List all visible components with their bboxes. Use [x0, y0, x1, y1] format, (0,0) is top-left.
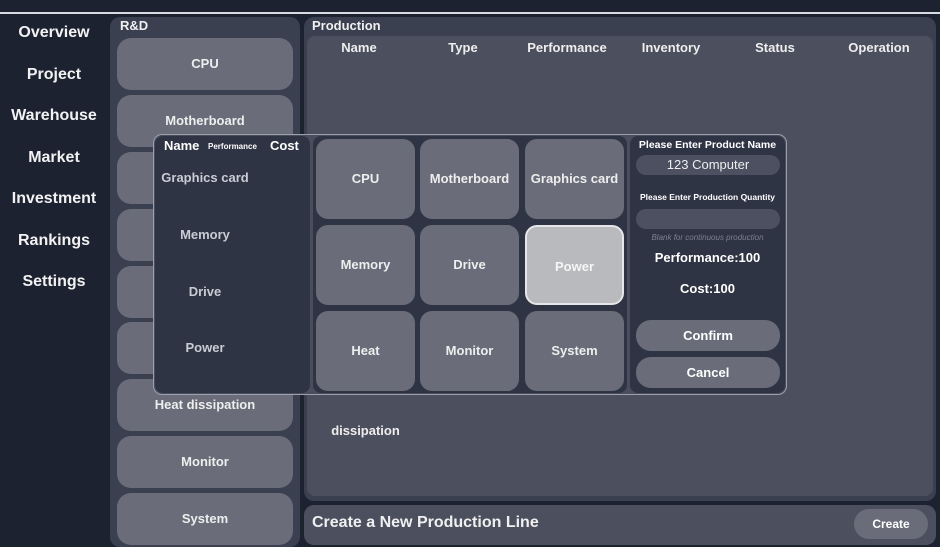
confirm-button[interactable]: Confirm: [636, 320, 780, 351]
col-inventory: Inventory: [641, 40, 701, 55]
rd-cpu[interactable]: CPU: [117, 38, 293, 90]
performance-value: Performance:100: [654, 250, 761, 265]
component-heat-dissipation[interactable]: Heat dissipation: [316, 311, 415, 438]
production-title: Production: [312, 18, 381, 33]
nav-overview[interactable]: Overview: [18, 24, 90, 41]
component-monitor[interactable]: Monitor: [420, 311, 519, 391]
component-graphics-card[interactable]: Graphics card: [525, 139, 624, 219]
rd-title: R&D: [120, 18, 149, 33]
product-name-label: Please Enter Product Name: [638, 139, 777, 151]
component-drive[interactable]: Drive: [420, 225, 519, 305]
col-type: Type: [448, 40, 478, 55]
quantity-hint: Blank for continuous production: [651, 233, 764, 242]
col-performance: Performance: [527, 40, 607, 55]
sidebar: Overview Project Warehouse Market Invest…: [0, 14, 108, 529]
component-power[interactable]: Power: [525, 225, 624, 305]
nav-warehouse[interactable]: Warehouse: [11, 107, 97, 124]
cancel-button[interactable]: Cancel: [636, 357, 780, 388]
list-header-performance: Performance: [208, 142, 257, 151]
component-system[interactable]: System: [525, 311, 624, 391]
component-list: [155, 136, 310, 393]
rd-system[interactable]: System: [117, 493, 293, 545]
nav-project[interactable]: Project: [26, 66, 82, 83]
nav-rankings[interactable]: Rankings: [17, 232, 90, 249]
col-operation: Operation: [848, 40, 910, 55]
component-motherboard[interactable]: Motherboard: [420, 139, 519, 219]
list-header-cost: Cost: [270, 138, 299, 153]
product-name-input[interactable]: 123 Computer: [636, 155, 780, 175]
top-divider: [0, 12, 940, 14]
col-status: Status: [755, 40, 795, 55]
list-header-name: Name: [164, 138, 200, 153]
rd-monitor[interactable]: Monitor: [117, 436, 293, 488]
component-memory[interactable]: Memory: [316, 225, 415, 305]
nav-settings[interactable]: Settings: [22, 273, 86, 290]
component-cpu[interactable]: CPU: [316, 139, 415, 219]
create-title: Create a New Production Line: [312, 514, 539, 531]
nav-market[interactable]: Market: [28, 149, 80, 166]
nav-investment[interactable]: Investment: [11, 190, 97, 207]
cost-value: Cost:100: [680, 281, 735, 296]
quantity-label: Please Enter Production Quantity: [639, 192, 776, 202]
create-button[interactable]: Create: [854, 509, 928, 539]
col-name: Name: [341, 40, 377, 55]
quantity-input[interactable]: [636, 209, 780, 229]
